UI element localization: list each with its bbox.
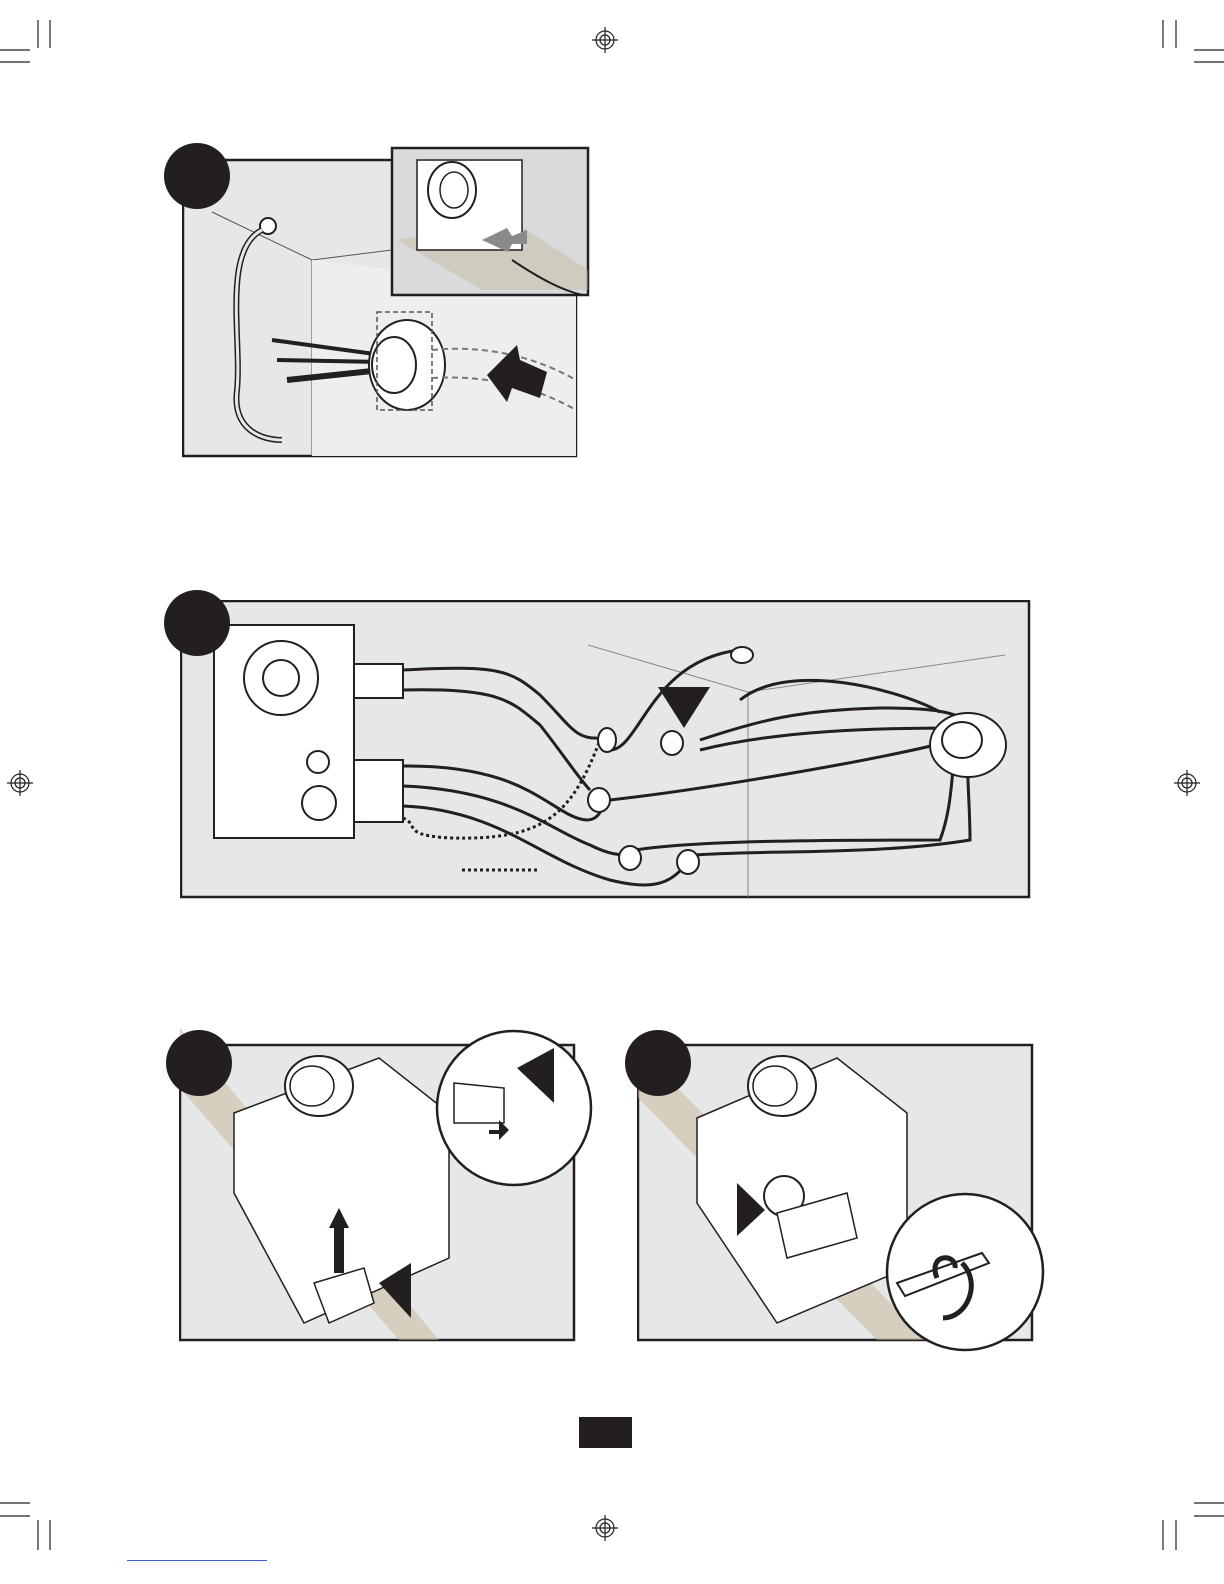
step-1-illustration [182, 140, 592, 458]
step-2-wiring-diagram [180, 600, 1032, 900]
step-4-badge [625, 1030, 691, 1096]
step-3-illustration [179, 1028, 595, 1343]
step-1-badge [164, 143, 230, 209]
step-3-badge [166, 1030, 232, 1096]
page-number-tab [579, 1417, 632, 1448]
footer-rule [127, 1560, 267, 1561]
step-4-illustration [637, 1028, 1047, 1353]
step-2-badge [164, 590, 230, 656]
